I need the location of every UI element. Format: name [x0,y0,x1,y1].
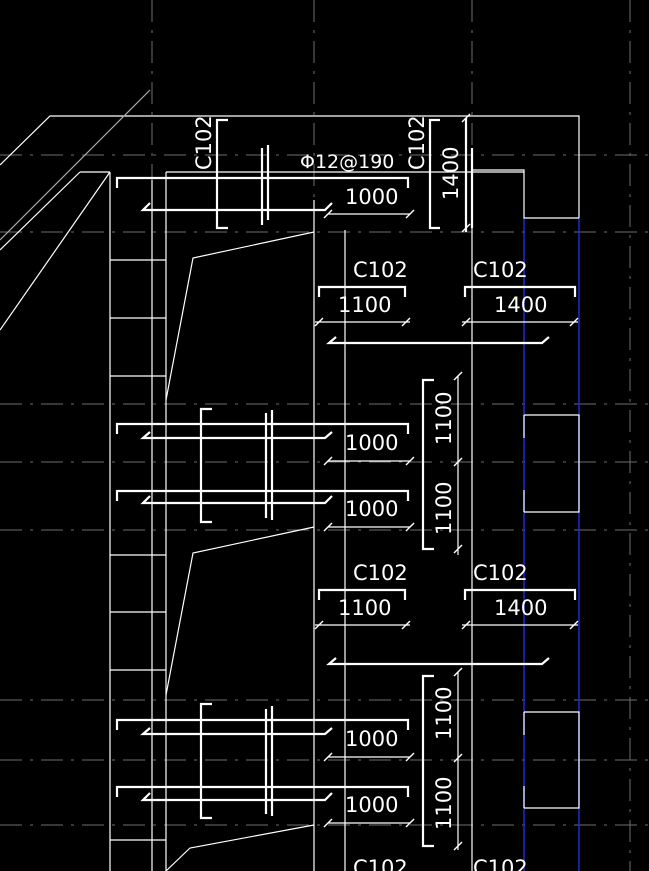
dim-1100-row2: 1100 [338,596,391,620]
label-c102-row2-right: C102 [473,561,528,585]
dim-1000-mid1-a: 1000 [345,431,398,455]
label-c102-row2-left: C102 [353,561,408,585]
label-c102-top-left: C102 [192,115,216,170]
dim-1400-row1: 1400 [494,293,547,317]
dim-1100-mid2-vertical-b: 1100 [432,777,456,830]
rebar-middle-block-2 [115,672,459,850]
building-outline [0,89,580,871]
rebar-top-block [115,118,578,345]
dim-1100-mid1-vertical-a: 1100 [432,392,456,445]
dim-1000-top: 1000 [345,185,398,209]
rebar-middle-block-1 [115,376,578,666]
dim-1400-vertical: 1400 [439,147,463,200]
label-c102-row3-left: C102 [353,856,408,871]
dim-1000-mid2-a: 1000 [345,727,398,751]
label-c102-top-right: C102 [405,115,429,170]
dim-1100-mid2-vertical-a: 1100 [432,687,456,740]
dim-1100-row1: 1100 [338,293,391,317]
label-c102-row3-right: C102 [473,856,528,871]
dim-1400-row2: 1400 [494,596,547,620]
dim-1000-mid1-b: 1000 [345,497,398,521]
dim-1000-mid2-b: 1000 [345,793,398,817]
label-c102-row1-left: C102 [353,258,408,282]
dimension-ticks [314,113,579,851]
label-rebar-spec: Φ12@190 [300,151,394,173]
label-c102-row1-right: C102 [473,258,528,282]
dim-1100-mid1-vertical-b: 1100 [432,482,456,535]
labels: C102 Φ12@190 C102 1400 1000 C102 C102 11… [192,115,547,871]
